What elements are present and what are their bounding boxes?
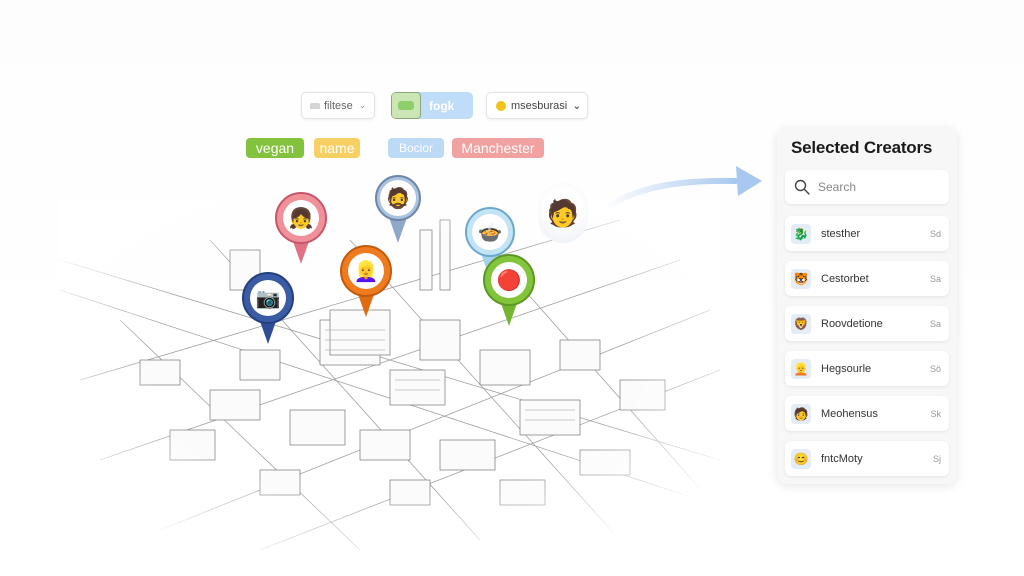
- search-icon: [794, 179, 810, 195]
- tag-bocior[interactable]: Bocior: [388, 138, 444, 158]
- search-box[interactable]: [785, 170, 949, 204]
- creator-avatar: 🦁: [791, 313, 811, 334]
- creator-action-icon[interactable]: Sj: [932, 453, 941, 464]
- chevron-down-icon: ⌄: [358, 100, 367, 110]
- creator-name: Meohensus: [821, 407, 878, 420]
- map-pin-creator-pink[interactable]: 👧: [275, 192, 327, 266]
- creator-list-item[interactable]: 😊 fntcMoty Sj: [785, 441, 949, 476]
- filter-dropdown[interactable]: filtese ⌄: [301, 92, 375, 119]
- location-dropdown-label: msesburasi: [511, 99, 568, 112]
- creator-list-item[interactable]: 🦁 Roovdetione Sa: [785, 306, 949, 341]
- food-bowl-icon: 🍲: [472, 214, 508, 250]
- toggle-label: fogk: [429, 98, 455, 113]
- tag-manchester[interactable]: Manchester: [452, 138, 544, 158]
- creator-name: Roovdetione: [821, 317, 883, 330]
- creator-avatar-icon: 🧔: [380, 180, 416, 216]
- creator-avatar: 🐯: [791, 268, 811, 289]
- creator-avatar: 😊: [791, 448, 811, 469]
- filter-dropdown-label: filtese: [324, 99, 353, 112]
- arrow-right-icon: [601, 166, 762, 213]
- floating-creator-avatar[interactable]: 🧑: [538, 183, 588, 243]
- map-pin-food[interactable]: 🍲: [465, 207, 515, 281]
- view-toggle[interactable]: fogk: [391, 92, 473, 119]
- creator-list-item[interactable]: 👱 Hegsourle Sö: [785, 351, 949, 386]
- map-pin-camera[interactable]: 📷: [242, 272, 294, 346]
- creator-name: fntcMoty: [821, 452, 863, 465]
- creator-avatar: 👱: [791, 358, 811, 379]
- creator-name: Cestorbet: [821, 272, 869, 285]
- map-pin-creator-slate[interactable]: 🧔: [375, 175, 421, 249]
- creator-name: Hegsourle: [821, 362, 872, 375]
- creator-name: stesther: [821, 227, 861, 240]
- panel-title: Selected Creators: [791, 138, 933, 157]
- creator-avatar: 🧑: [791, 403, 811, 424]
- location-pin-icon: [496, 100, 506, 111]
- selected-creators-panel: Selected Creators 🐉 stesther Sd 🐯 Cestor…: [777, 128, 957, 484]
- tag-vegan[interactable]: vegan: [246, 138, 304, 158]
- location-dropdown[interactable]: msesburasi ⌄: [486, 92, 588, 119]
- chevron-down-icon: ⌄: [572, 100, 582, 112]
- creator-action-icon[interactable]: Sd: [929, 228, 941, 239]
- camera-icon: 📷: [250, 280, 286, 316]
- creator-avatar: 🐉: [791, 223, 811, 244]
- creator-action-icon[interactable]: Sö: [929, 363, 941, 374]
- search-input[interactable]: [818, 180, 938, 194]
- filter-icon: [310, 102, 320, 109]
- map-icon: [398, 101, 414, 110]
- creator-action-icon[interactable]: Sk: [930, 408, 941, 419]
- creator-action-icon[interactable]: Sa: [929, 318, 941, 329]
- creator-avatar-icon: 👱‍♀️: [348, 253, 384, 289]
- map-pin-creator-orange[interactable]: 👱‍♀️: [340, 245, 392, 319]
- creator-action-icon[interactable]: Sa: [929, 273, 941, 284]
- creator-list-item[interactable]: 🧑 Meohensus Sk: [785, 396, 949, 431]
- creator-list-item[interactable]: 🐉 stesther Sd: [785, 216, 949, 251]
- creator-list-item[interactable]: 🐯 Cestorbet Sa: [785, 261, 949, 296]
- map-pin-record[interactable]: 🔴: [483, 254, 535, 328]
- record-icon: 🔴: [491, 262, 527, 298]
- tag-name[interactable]: name: [314, 138, 360, 158]
- creator-avatar-icon: 👧: [283, 200, 319, 236]
- toggle-thumb[interactable]: [391, 92, 421, 119]
